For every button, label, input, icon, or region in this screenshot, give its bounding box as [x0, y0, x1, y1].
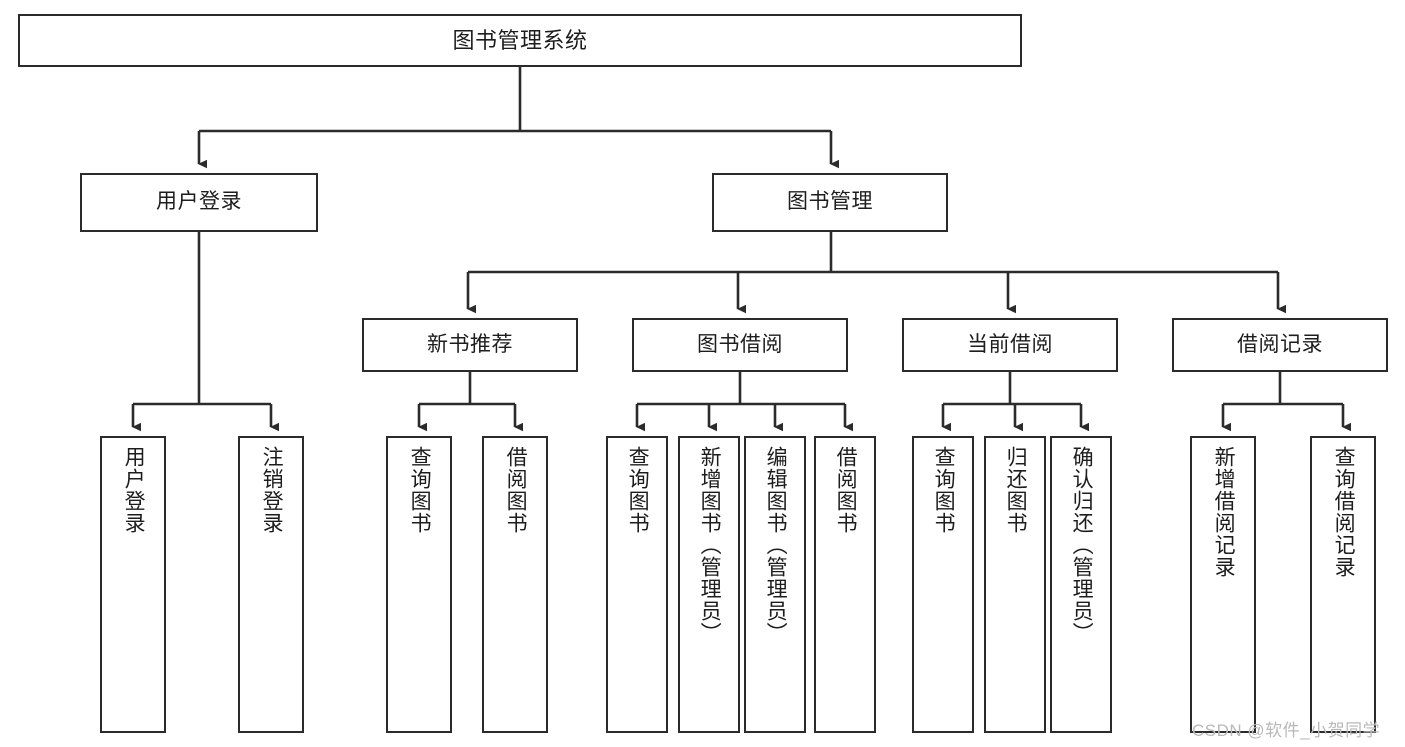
node-leaf-add-book-label: 新增图书（管理员）: [698, 446, 722, 644]
node-leaf-borrow-book-1[interactable]: 借阅图书: [482, 436, 548, 733]
node-user-login[interactable]: 用户登录: [80, 173, 318, 232]
node-leaf-query-book-2-label: 查询图书: [626, 446, 650, 534]
node-leaf-return-book-label: 归还图书: [1004, 446, 1028, 534]
node-leaf-query-book-3[interactable]: 查询图书: [912, 436, 974, 733]
node-leaf-query-book-1-label: 查询图书: [408, 446, 432, 534]
node-root[interactable]: 图书管理系统: [18, 14, 1022, 67]
node-leaf-borrow-book-2[interactable]: 借阅图书: [814, 436, 876, 733]
node-current-borrow[interactable]: 当前借阅: [902, 318, 1118, 372]
node-leaf-edit-book-label: 编辑图书（管理员）: [764, 446, 788, 644]
node-leaf-edit-book[interactable]: 编辑图书（管理员）: [744, 436, 806, 733]
node-borrow-record-label: 借阅记录: [1237, 332, 1323, 356]
node-leaf-query-record-label: 查询借阅记录: [1332, 446, 1356, 578]
node-book-borrow-label: 图书借阅: [697, 332, 783, 356]
node-book-manage-label: 图书管理: [787, 190, 873, 214]
node-borrow-record[interactable]: 借阅记录: [1172, 318, 1388, 372]
node-current-borrow-label: 当前借阅: [967, 332, 1053, 356]
node-user-login-label: 用户登录: [156, 190, 242, 214]
watermark: CSDN @软件_小贺同学: [1192, 721, 1381, 740]
node-leaf-add-record[interactable]: 新增借阅记录: [1190, 436, 1256, 733]
node-leaf-return-book[interactable]: 归还图书: [984, 436, 1046, 733]
node-leaf-borrow-book-1-label: 借阅图书: [504, 446, 528, 534]
node-new-book-recommend[interactable]: 新书推荐: [362, 318, 578, 372]
node-leaf-confirm-return-label: 确认归还（管理员）: [1070, 446, 1094, 644]
node-leaf-confirm-return[interactable]: 确认归还（管理员）: [1050, 436, 1112, 733]
node-leaf-user-logout-label: 注销登录: [260, 446, 284, 534]
node-leaf-user-login[interactable]: 用户登录: [100, 436, 166, 733]
node-book-manage[interactable]: 图书管理: [712, 173, 948, 232]
node-leaf-query-book-3-label: 查询图书: [932, 446, 956, 534]
node-leaf-add-book[interactable]: 新增图书（管理员）: [678, 436, 740, 733]
node-root-label: 图书管理系统: [452, 27, 588, 53]
node-leaf-add-record-label: 新增借阅记录: [1212, 446, 1236, 578]
node-leaf-user-logout[interactable]: 注销登录: [238, 436, 304, 733]
node-leaf-query-book-1[interactable]: 查询图书: [386, 436, 452, 733]
node-book-borrow[interactable]: 图书借阅: [632, 318, 848, 372]
node-leaf-borrow-book-2-label: 借阅图书: [834, 446, 858, 534]
node-leaf-user-login-label: 用户登录: [122, 446, 146, 534]
node-leaf-query-record[interactable]: 查询借阅记录: [1310, 436, 1376, 733]
node-leaf-query-book-2[interactable]: 查询图书: [606, 436, 668, 733]
node-new-book-recommend-label: 新书推荐: [427, 332, 513, 356]
